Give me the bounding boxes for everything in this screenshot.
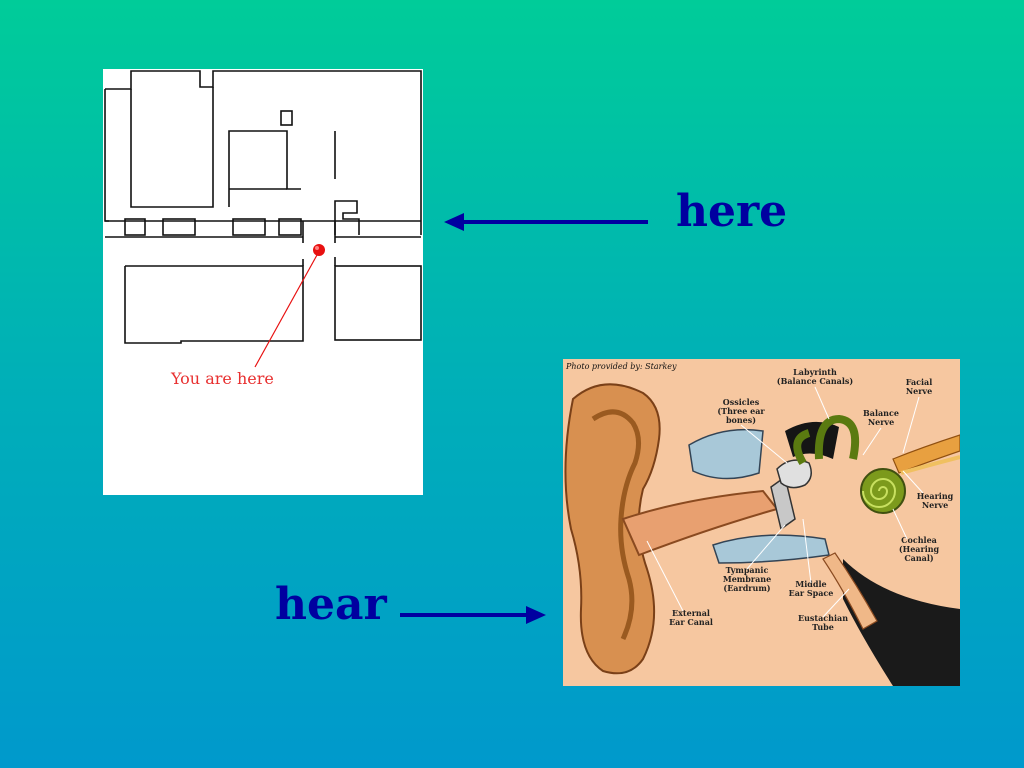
label-middle-ear-sub: Ear Space [789,588,834,598]
you-are-here-label: You are here [170,369,274,388]
right-arrow-icon [400,606,546,624]
label-cochlea-sub1: (Hearing [899,544,940,554]
label-facial-nerve: Facial [906,377,933,387]
location-marker-icon [313,244,325,256]
label-eustachian-sub: Tube [812,622,834,632]
label-ossicles: Ossicles [723,397,760,407]
floor-map-image: You are here [103,69,423,495]
label-hearing-nerve-sub: Nerve [922,500,948,510]
label-tympanic: Tympanic [726,565,769,575]
label-hearing-nerve: Hearing [917,491,954,501]
word-hear: hear [275,579,387,630]
label-balance-nerve-sub: Nerve [868,417,894,427]
floor-plan-drawing: You are here [104,70,422,388]
label-external-canal-sub: Ear Canal [669,617,713,627]
label-ossicles-sub2: bones) [726,415,756,425]
label-cochlea: Cochlea [901,535,937,545]
left-arrow-icon [444,213,648,231]
label-external-canal: External [672,608,710,618]
ossicles-shape [776,459,812,489]
ear-anatomy-drawing: Photo provided by: Starkey Labyrinth (Ba… [563,359,960,686]
word-here: here [676,186,788,237]
label-ossicles-sub1: (Three ear [717,406,765,416]
label-eustachian: Eustachian [798,613,848,623]
ear-anatomy-image: Photo provided by: Starkey Labyrinth (Ba… [563,359,960,686]
pointer-line [254,254,318,368]
label-tympanic-sub1: Membrane [723,574,771,584]
label-labyrinth-sub: (Balance Canals) [777,376,854,386]
label-middle-ear: Middle [795,579,826,589]
label-tympanic-sub2: (Eardrum) [723,583,770,593]
label-balance-nerve: Balance [863,408,899,418]
labyrinth-shape [793,414,860,466]
cochlea-shape [860,468,906,514]
label-labyrinth: Labyrinth [793,367,837,377]
label-facial-nerve-sub: Nerve [906,386,932,396]
label-cochlea-sub2: Canal) [904,553,934,563]
photo-credit: Photo provided by: Starkey [565,362,677,371]
